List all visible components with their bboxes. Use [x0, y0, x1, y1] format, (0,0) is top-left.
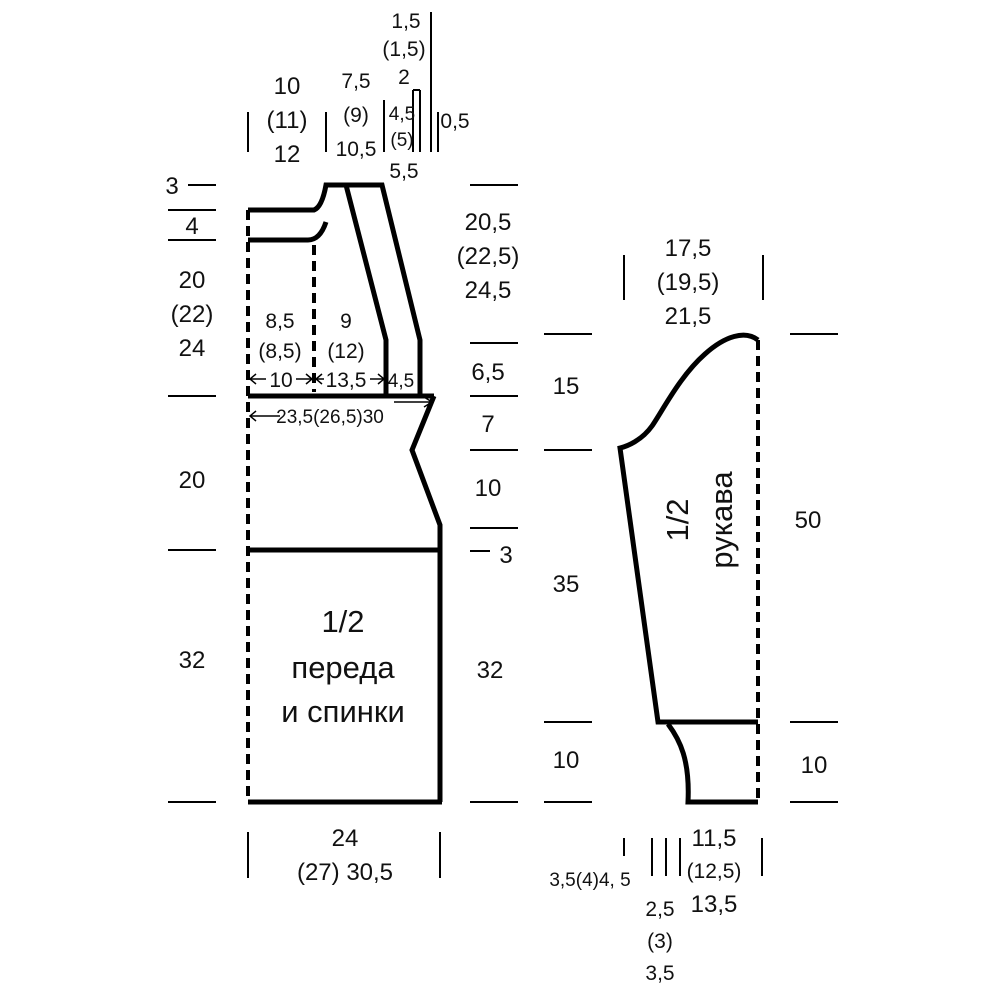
dim-neck-2: (9)	[343, 104, 369, 127]
sleeve-top-ticks	[623, 255, 764, 300]
dim-bottom-2: (27) 30,5	[297, 859, 393, 886]
dim-sleeve-bottom-right-1: 11,5	[692, 825, 737, 852]
dim-width-2: 13,5	[326, 369, 367, 392]
dim-sleeve-bottom-mid-1: 2,5	[645, 898, 674, 921]
sleeve-left-ticks	[544, 333, 592, 803]
dim-width-1: 10	[269, 369, 292, 392]
dim-band-b-2: (1,5)	[382, 38, 425, 61]
dim-right-mid: 7	[481, 411, 494, 438]
dim-col-a-2: (8,5)	[258, 340, 301, 363]
dim-shoulder-step: 4	[185, 213, 198, 240]
dim-armhole-2: (22)	[171, 301, 214, 328]
dim-col-a-1: 8,5	[265, 310, 294, 333]
inner-width-arrows	[248, 373, 434, 422]
dim-shoulder-1: 10	[274, 73, 301, 100]
dim-chest: 23,5(26,5)30	[276, 407, 384, 428]
body-shoulder-lower-edge	[248, 221, 329, 243]
dim-sleeve-cuff-left: 10	[553, 747, 580, 774]
body-top-ticks	[247, 12, 439, 152]
dim-band-a-3: 5,5	[389, 160, 418, 183]
body-side-shaping	[409, 395, 443, 802]
dim-right-lower: 10	[475, 475, 502, 502]
body-label-line-2: переда	[291, 650, 395, 685]
dim-neck-3: 10,5	[336, 138, 377, 161]
dim-sleeve-top-3: 21,5	[665, 303, 712, 330]
dim-neck-depth-2: (22,5)	[457, 243, 520, 270]
dim-sleeve-cuff-right: 10	[801, 752, 828, 779]
sleeve-label-line-2: рукава	[704, 471, 739, 569]
body-label-line-3: и спинки	[281, 694, 405, 729]
sleeve-bottom-ticks	[623, 838, 763, 876]
dim-band-a-2: (5)	[390, 130, 413, 151]
sleeve-outline	[617, 332, 760, 725]
dim-sleeve-main: 35	[553, 571, 580, 598]
sleeve-cuff-outline	[665, 722, 758, 805]
dim-bottom-1: 24	[332, 825, 359, 852]
dim-band-b-3: 2	[398, 66, 410, 89]
body-left-ticks	[168, 184, 216, 803]
body-shoulder-edge	[248, 182, 423, 396]
dim-sleeve-bottom-right-3: 13,5	[691, 891, 738, 918]
sleeve-label-line-1: 1/2	[660, 498, 695, 541]
body-right-ticks	[470, 184, 518, 803]
dim-band-b-1: 1,5	[391, 10, 420, 33]
body-neck-curve	[343, 184, 389, 396]
sleeve-right-ticks	[790, 333, 838, 803]
dim-neck-1: 7,5	[341, 70, 370, 93]
dim-sleeve-length: 50	[795, 507, 822, 534]
body-bottom-ticks	[247, 832, 441, 878]
dim-col-b-1: 9	[340, 310, 352, 333]
dim-width-3: 4,5	[388, 371, 414, 392]
sleeve-piece-shape	[617, 332, 760, 805]
dim-shoulder-2: (11)	[267, 107, 308, 134]
dim-sleeve-top-2: (19,5)	[657, 269, 720, 296]
dim-shoulder-slope: 3	[165, 173, 178, 200]
dim-shoulder-3: 12	[274, 141, 301, 168]
dim-right-upper: 6,5	[471, 359, 504, 386]
dim-neck-depth-1: 20,5	[465, 209, 512, 236]
dim-right-small: 3	[499, 542, 512, 569]
dim-sleeve-bottom-left: 3,5(4)4, 5	[549, 870, 630, 891]
dim-sleeve-bottom-mid-2: (3)	[647, 930, 673, 953]
body-piece-shape	[246, 182, 443, 805]
dim-sleeve-cap: 15	[553, 373, 580, 400]
dim-band-c: 0,5	[440, 110, 469, 133]
dim-waist: 20	[179, 467, 206, 494]
dim-hem-right: 32	[477, 657, 504, 684]
dim-hem-left: 32	[179, 647, 206, 674]
dim-band-a-1: 4,5	[389, 104, 415, 125]
dim-sleeve-top-1: 17,5	[665, 235, 712, 262]
dim-col-b-2: (12)	[327, 340, 364, 363]
body-label-line-1: 1/2	[321, 604, 364, 639]
dim-neck-depth-3: 24,5	[465, 277, 512, 304]
dim-sleeve-bottom-mid-3: 3,5	[645, 962, 674, 985]
dim-sleeve-bottom-right-2: (12,5)	[687, 860, 742, 883]
dim-armhole-1: 20	[179, 267, 206, 294]
dim-armhole-3: 24	[179, 335, 206, 362]
